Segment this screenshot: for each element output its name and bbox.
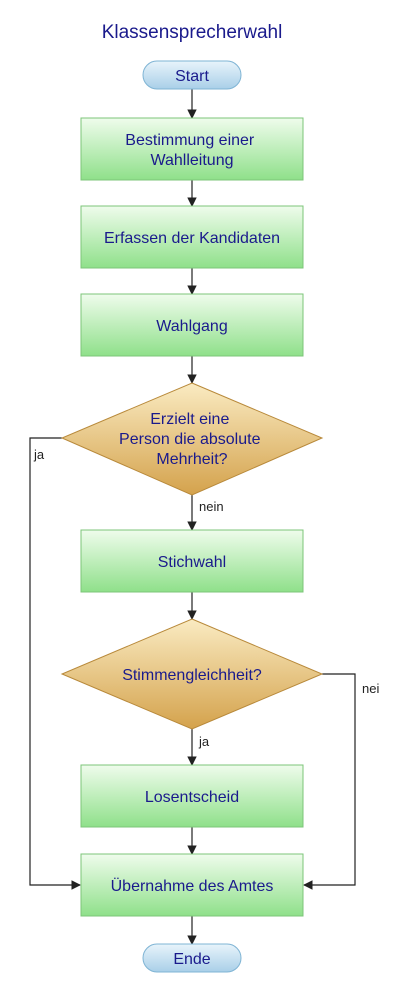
edge-label-nein-1: nein: [199, 499, 224, 514]
node-entscheidung2: Stimmengleichheit?: [60, 618, 324, 730]
diagram-title: Klassensprecherwahl: [102, 22, 283, 43]
node-entscheidung2-label: Stimmengleichheit?: [122, 667, 262, 684]
edges: [29, 89, 356, 945]
node-start-label: Start: [175, 68, 209, 85]
node-wahlgang-label: Wahlgang: [156, 318, 227, 335]
node-entscheidung1-label: Erzielt eine Person die absolute Mehrhei…: [119, 411, 265, 468]
edge-label-nein-2: nei: [362, 681, 379, 696]
node-wahlgang: Wahlgang: [80, 293, 304, 357]
edge-entscheidung1-ja: [29, 437, 81, 890]
node-bestimmung: Bestimmung einer Wahlleitung: [80, 117, 304, 181]
edge-label-ja-2: ja: [198, 734, 210, 749]
node-losentscheid-label: Losentscheid: [145, 789, 239, 806]
node-stichwahl: Stichwahl: [80, 529, 304, 593]
edge-label-ja-1: ja: [33, 447, 45, 462]
node-ende: Ende: [142, 943, 242, 973]
node-uebernahme-label: Übernahme des Amtes: [111, 877, 274, 895]
node-uebernahme: Übernahme des Amtes: [80, 853, 304, 917]
node-start: Start: [142, 60, 242, 90]
node-losentscheid: Losentscheid: [80, 764, 304, 828]
node-erfassen-label: Erfassen der Kandidaten: [104, 230, 280, 247]
node-entscheidung1: Erzielt eine Person die absolute Mehrhei…: [60, 382, 324, 496]
node-bestimmung-label: Bestimmung einer Wahlleitung: [125, 132, 258, 169]
node-stichwahl-label: Stichwahl: [158, 554, 226, 571]
edge-entscheidung2-nein: [303, 673, 356, 890]
node-ende-label: Ende: [173, 951, 210, 968]
node-erfassen: Erfassen der Kandidaten: [80, 205, 304, 269]
